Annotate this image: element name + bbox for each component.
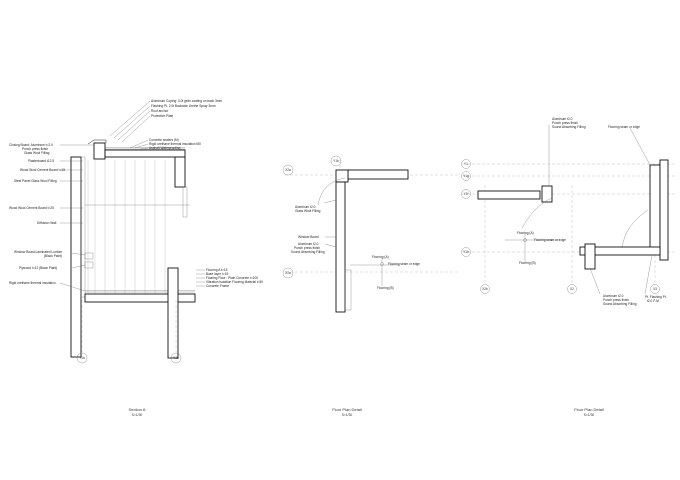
caption-floor-plan-right: Floor Plan Detail (574, 407, 604, 412)
plan-wall-top-right (477, 190, 541, 200)
label-diffusion-wall: Diffusion Wall (37, 221, 57, 225)
door-swing (317, 177, 346, 206)
right-wall-step (182, 186, 188, 218)
plan-wall-bottom (579, 246, 661, 256)
label-steel-panel: Steel Panel Glass Wool Filling (14, 179, 57, 183)
grid-bubble-right (170, 352, 182, 364)
floor-plan-detail-center: X2a X2a Y1b Aluminum t2.0 Glass Wool Fil… (282, 155, 460, 417)
label-punch-press: Punch press finish (22, 147, 48, 151)
grid-label-right: Y1b (173, 356, 179, 360)
door-swing-right-2 (621, 209, 649, 249)
label-rigid-insulation-top: Rigid urethane thermal insulation t50 (149, 142, 201, 146)
label-punch-press-center: Punch press finish (294, 246, 320, 250)
label-aluminum-bottom-right: Aluminum t2.0 (603, 294, 624, 298)
grid-bubble-left (76, 352, 88, 364)
label-plywood: Plywood t=12 (Black Paint) (19, 266, 57, 270)
parapet (93, 142, 106, 160)
grid-label-y1b: Y1b (333, 159, 339, 163)
label-flooring-a-center: Flooring (A) (372, 255, 389, 259)
label-aluminum-2-center: Aluminum t2.0 (298, 242, 319, 246)
label-roof-anchor: Roof anchor (151, 109, 169, 113)
label-protective-plate: Protective Plate (151, 114, 174, 118)
label-rigid-insulation-bottom: Rigid urethane thermal insulation (9, 281, 56, 285)
scale-floor-plan-right: S=1/30 (584, 413, 595, 417)
label-flooring-b-right: Flooring (B) (519, 261, 536, 265)
plywood-board (84, 261, 94, 269)
label-flashing: Flashing Pt. 2.0t Backside Urethe Spray … (151, 104, 216, 108)
label-vibration: Vibration Isolation Flooring Material t=… (206, 280, 263, 284)
label-window-board: Window Board:Laminated Lumber (14, 250, 63, 254)
grid-label-y1: Y1 (464, 162, 468, 166)
wall-lining (80, 156, 86, 298)
label-concrete-frame: Concrete Frame (206, 284, 229, 288)
label-wood-wool-2: Wood Wool Cement Board t=25 (9, 206, 54, 210)
right-wall-upper (174, 156, 186, 188)
diffusion-wall-hatch (87, 160, 166, 295)
caption-section-a: Section A (129, 407, 146, 412)
plan-wall-vertical (335, 181, 346, 313)
label-flooring-seam-mid-right: Flooring seam or edge (534, 238, 566, 242)
leader-coping (109, 100, 151, 137)
grid-label-y1f: Y1f (464, 192, 469, 196)
grid-bubble-x2a-bottom (282, 267, 294, 279)
label-sound-absorbing-bottom-right: Sound Absorbing Filling (603, 302, 637, 306)
window-frame (344, 269, 352, 311)
grid-bubble-y1b (330, 155, 342, 167)
plan-wall-top (347, 169, 409, 180)
label-glass-wool-center: Glass Wool Filling (295, 209, 321, 213)
label-concrete-sealers: Concrete sealers (M) (149, 138, 179, 142)
label-flooring-b-center: Flooring (B) (377, 286, 394, 290)
label-plasterboard: Plasterboard t12.5 (28, 159, 54, 163)
label-aluminum-top-right: Aluminum t2.0 (552, 117, 573, 121)
grid-label-y1h: Y1h (463, 250, 469, 254)
caption-floor-plan-center: Floor Plan Detail (332, 407, 362, 412)
coping-cap (87, 139, 107, 145)
grid-label-x2a-bottom: X2a (285, 271, 291, 275)
label-flooring-seam-center: Flooring seam or edge (388, 262, 420, 266)
scale-section-a: S=1/30 (132, 413, 143, 417)
left-wall (70, 156, 82, 358)
grid-bubble-x2a-top (282, 164, 294, 176)
floor-plan-detail-right: Y1 Y1g Y1f Y1h X2b X2 X3 Aluminum t2.0 P… (461, 117, 675, 417)
label-punch-press-top-right: Punch press finish (552, 121, 578, 125)
label-flooring: Flooring A t=15 (206, 268, 228, 272)
grid-label-x2a-top: X2a (285, 168, 291, 172)
plan-column-bottom (584, 243, 596, 270)
section-a: Y1a Y1b Aluminum Coping: 3.0t gelin coat… (9, 99, 263, 417)
grid-label-x2: X2 (570, 287, 574, 291)
label-flashing-right: Pt. Flashing Pt. (645, 295, 667, 299)
plan-column-left (541, 185, 553, 203)
label-flooring-a-right: Flooring (A) (517, 231, 534, 235)
door-swing-right-1 (521, 197, 553, 229)
label-black-paint: (Black Paint) (44, 254, 62, 258)
label-aluminum-center: Aluminum t2.0 (295, 205, 316, 209)
scale-floor-plan-center: S=1/30 (342, 413, 353, 417)
grid-label-x3: X3 (653, 287, 657, 291)
grid-label-x2b: X2b (482, 287, 488, 291)
label-floating-floor: Floating Floor : Plain Concrete t=100 (206, 276, 258, 280)
label-sound-absorbing-top-right: Sound Absorbing Filling (552, 125, 586, 129)
label-flooring-seam-top-right: Flooring seam or edge (608, 125, 640, 129)
label-flashing-2-right: t2.0 F-M (647, 299, 659, 303)
plan-wall-outer (659, 159, 669, 261)
label-coping: Aluminum Coping: 3.0t gelin coating on b… (151, 99, 222, 103)
label-wood-wool-1: Wood Wool Cement Board t=15 (20, 168, 65, 172)
window-board (84, 252, 94, 260)
label-window-board-center: Window Board (298, 235, 319, 239)
label-closing-board: Closing Board: Aluminum t=2.0 (9, 143, 53, 147)
grid-label-y1g: Y1g (463, 174, 469, 178)
label-base-layer: Base layer t=15 (206, 272, 228, 276)
right-wall-lower (167, 267, 179, 359)
plan-wall-vertical-right (649, 164, 661, 251)
label-sound-absorbing-center: Sound Absorbing Filling (291, 250, 325, 254)
label-asphalt: Asphalt Waterproofing (149, 146, 181, 150)
label-punch-press-bottom-right: Punch press finish (603, 298, 629, 302)
roof-slab (104, 149, 186, 158)
plan-column (335, 169, 349, 183)
label-glass-wool: Glass Wool Filling (24, 151, 50, 155)
grid-label-left: Y1a (79, 356, 85, 360)
floating-floor (84, 293, 196, 303)
